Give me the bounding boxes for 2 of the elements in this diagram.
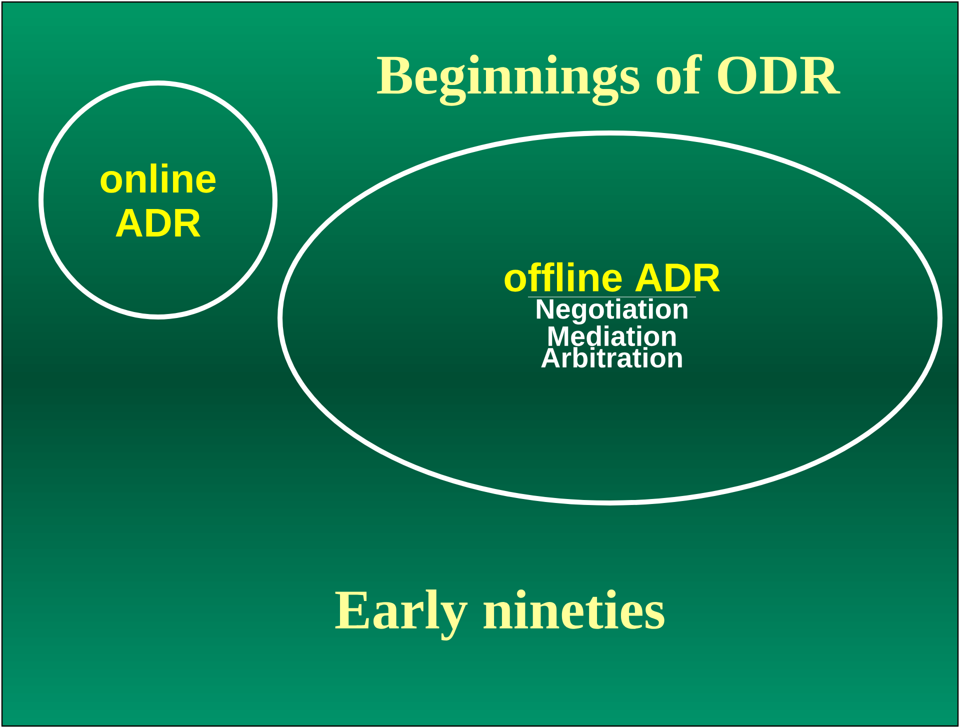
slide-title: Beginnings of ODR — [377, 54, 840, 106]
slide-subtitle: Early nineties — [335, 590, 664, 640]
